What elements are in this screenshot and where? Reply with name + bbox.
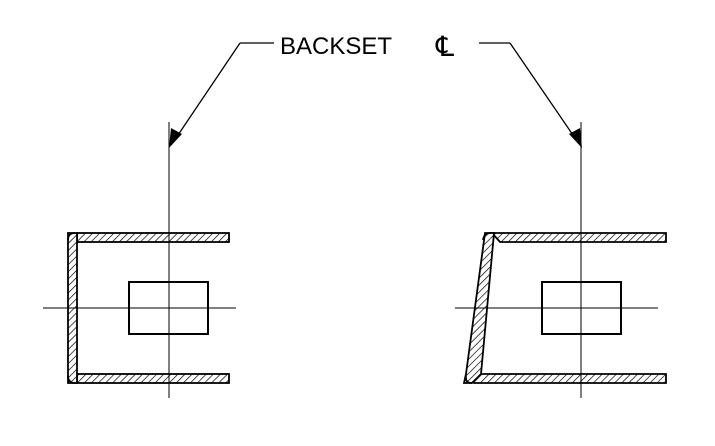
leader-left-arrowhead [169, 128, 182, 148]
leader-left [175, 42, 274, 139]
square-edge-detail [43, 122, 236, 398]
leader-right [479, 42, 576, 139]
leader-right-arrowhead [569, 128, 582, 148]
callout-label: BACKSET ℄ [280, 30, 454, 63]
callout-text: BACKSET [280, 33, 392, 60]
centerline-symbol: ℄ [435, 30, 454, 63]
beveled-edge-detail [455, 122, 667, 398]
